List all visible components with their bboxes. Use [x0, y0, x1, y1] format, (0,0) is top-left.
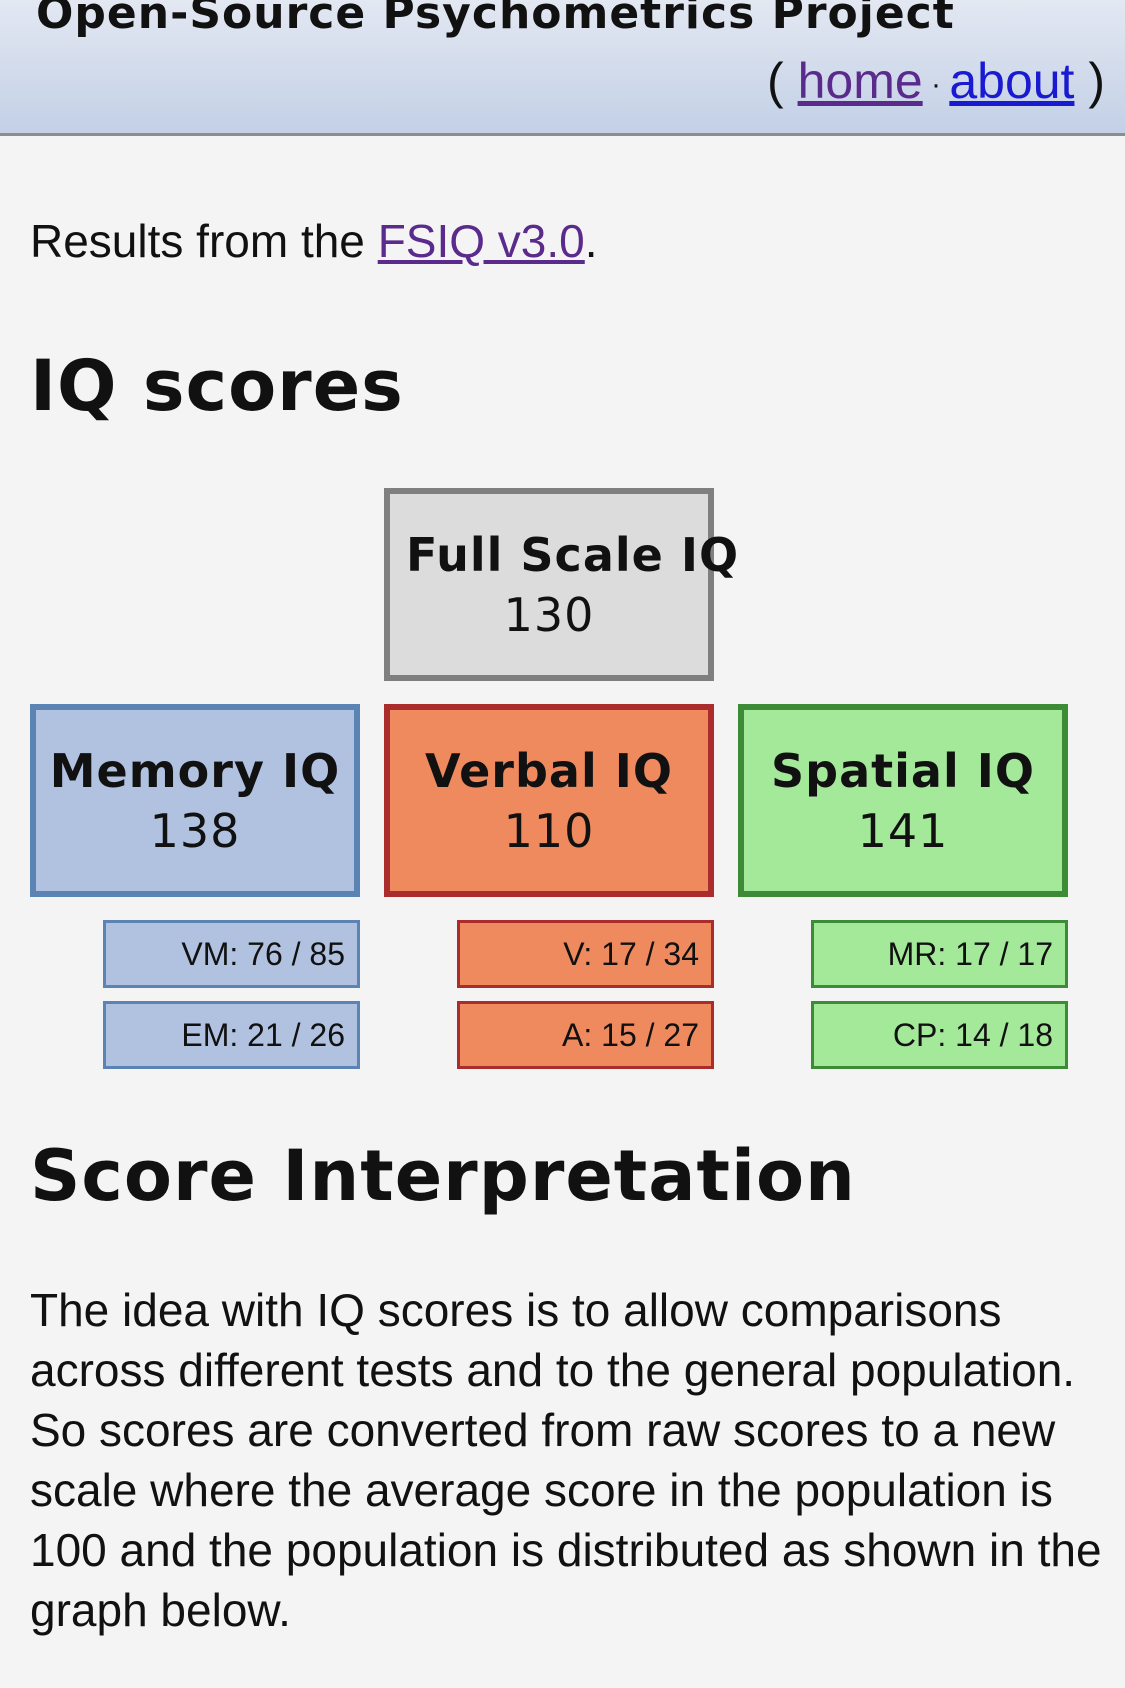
- subscore-v: V: 17 / 34: [457, 920, 714, 988]
- spatial-iq-box: Spatial IQ 141: [738, 704, 1068, 897]
- intro-prefix: Results from the: [30, 215, 378, 267]
- nav-close-paren: ): [1074, 53, 1105, 109]
- subscore-em: EM: 21 / 26: [103, 1001, 360, 1069]
- verbal-iq-box: Verbal IQ 110: [384, 704, 714, 897]
- nav-open-paren: (: [767, 53, 798, 109]
- nav-separator: ·: [922, 67, 950, 101]
- top-nav: ( home · about ): [767, 52, 1105, 110]
- nav-about-link[interactable]: about: [949, 53, 1075, 109]
- verbal-iq-label: Verbal IQ: [425, 744, 673, 798]
- intro-suffix: .: [584, 215, 598, 267]
- subscore-cp: CP: 14 / 18: [811, 1001, 1068, 1069]
- site-header: Open-Source Psychometrics Project ( home…: [0, 0, 1125, 136]
- spatial-iq-label: Spatial IQ: [771, 744, 1035, 798]
- subscore-mr: MR: 17 / 17: [811, 920, 1068, 988]
- memory-iq-box: Memory IQ 138: [30, 704, 360, 897]
- site-title: Open-Source Psychometrics Project: [36, 0, 955, 39]
- full-scale-iq-label: Full Scale IQ: [406, 528, 740, 582]
- full-scale-iq-box: Full Scale IQ 130: [384, 488, 738, 681]
- verbal-iq-value: 110: [503, 804, 595, 858]
- spatial-iq-value: 141: [857, 804, 949, 858]
- subscore-a: A: 15 / 27: [457, 1001, 714, 1069]
- full-scale-iq-value: 130: [503, 588, 595, 642]
- nav-home-link[interactable]: home: [797, 53, 923, 109]
- score-interpretation-heading: Score Interpretation: [30, 1135, 856, 1217]
- memory-iq-value: 138: [149, 804, 241, 858]
- memory-iq-label: Memory IQ: [49, 744, 341, 798]
- results-intro: Results from the FSIQ v3.0.: [30, 214, 598, 268]
- interpretation-paragraph: The idea with IQ scores is to allow comp…: [30, 1284, 1102, 1636]
- iq-scores-heading: IQ scores: [30, 345, 404, 427]
- subscore-vm: VM: 76 / 85: [103, 920, 360, 988]
- fsiq-test-link[interactable]: FSIQ v3.0: [377, 215, 585, 267]
